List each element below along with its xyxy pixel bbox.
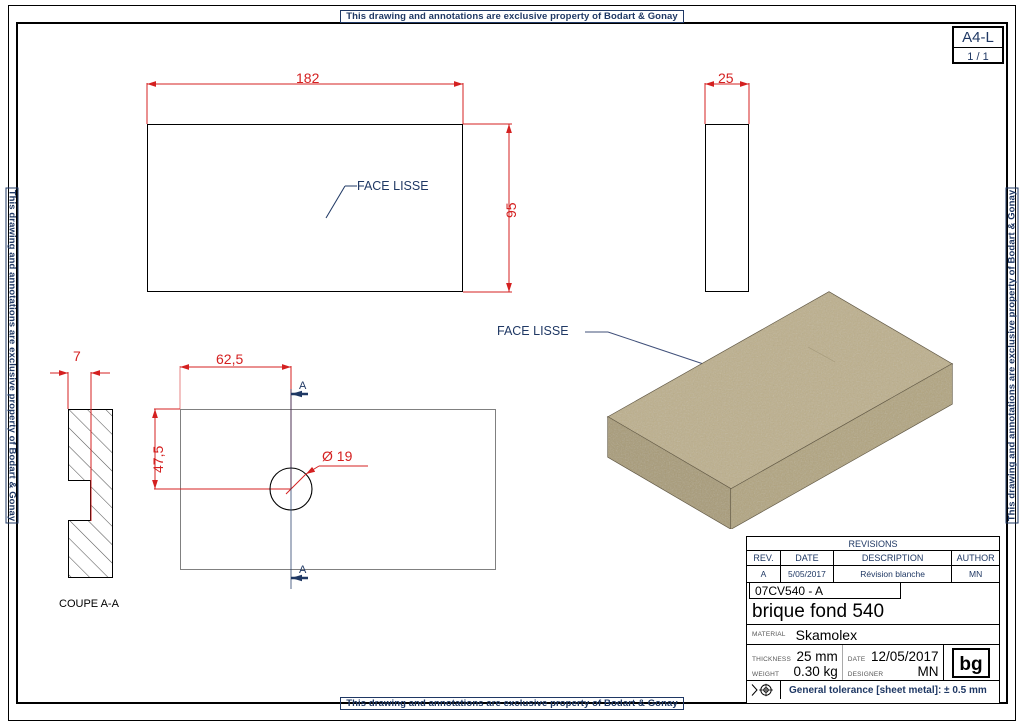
material-row: MATERIAL Skamolex bbox=[747, 625, 999, 645]
general-tolerance-text: General tolerance [sheet metal]: ± 0.5 m… bbox=[789, 684, 987, 696]
part-number: 07CV540 - A bbox=[749, 583, 901, 599]
part-name: brique fond 540 bbox=[747, 599, 999, 625]
title-block: REVISIONS REV. DATE DESCRIPTION AUTHOR A… bbox=[746, 536, 1000, 704]
spec-date-designer: DATE 12/05/2017 DESIGNER MN bbox=[843, 645, 944, 680]
date-label: DATE bbox=[847, 655, 866, 663]
top-view-outline bbox=[147, 124, 463, 292]
revision-date: 5/05/2017 bbox=[781, 566, 834, 582]
bottom-view-hole-y-dim: 47,5 bbox=[150, 445, 166, 473]
property-banner-top: This drawing and annotations are exclusi… bbox=[340, 10, 684, 23]
revisions-table-header: REV. DATE DESCRIPTION AUTHOR bbox=[747, 551, 999, 566]
revision-desc: Révision blanche bbox=[834, 566, 953, 582]
sheet-page-label: 1 / 1 bbox=[967, 50, 989, 63]
top-view-height-dim: 95 bbox=[503, 202, 519, 218]
weight-value: 0.30 kg bbox=[793, 663, 838, 679]
top-view-note: FACE LISSE bbox=[357, 179, 429, 193]
section-counterbore-notch bbox=[68, 480, 91, 521]
revisions-col-date: DATE bbox=[781, 551, 834, 565]
sheet-format-label: A4-L bbox=[954, 28, 1002, 48]
bottom-view-outline bbox=[180, 409, 496, 570]
first-angle-projection-icon bbox=[747, 681, 781, 699]
thickness-label: THICKNESS bbox=[752, 655, 792, 663]
tolerance-row: General tolerance [sheet metal]: ± 0.5 m… bbox=[747, 681, 999, 699]
revisions-col-desc: DESCRIPTION bbox=[834, 551, 953, 565]
material-value: Skamolex bbox=[795, 626, 858, 643]
bodart-gonay-logo-icon: bg bbox=[952, 647, 991, 678]
svg-text:bg: bg bbox=[960, 654, 983, 674]
section-offset-dim: 7 bbox=[73, 348, 81, 364]
isometric-view bbox=[600, 284, 960, 531]
side-view-width-dim: 25 bbox=[718, 70, 734, 86]
section-arrow-label-bottom: A bbox=[299, 564, 307, 576]
thickness-value: 25 mm bbox=[796, 648, 838, 664]
side-view-outline bbox=[705, 124, 749, 292]
revisions-col-author: AUTHOR bbox=[956, 553, 995, 563]
top-view-width-dim: 182 bbox=[296, 70, 320, 86]
company-logo-cell: bg bbox=[944, 645, 999, 680]
revisions-col-rev: REV. bbox=[747, 551, 782, 565]
date-value: 12/05/2017 bbox=[870, 648, 939, 664]
sheet-frame-outer bbox=[8, 5, 1016, 721]
property-banner-left: This drawing and annotations are exclusi… bbox=[5, 187, 19, 524]
sheet-format-box: A4-L 1 / 1 bbox=[952, 26, 1004, 64]
table-row: A 5/05/2017 Révision blanche MN bbox=[747, 566, 999, 583]
revision-rev: A bbox=[747, 566, 782, 582]
bottom-view-hole-x-dim: 62,5 bbox=[216, 351, 244, 367]
revision-author: MN bbox=[969, 569, 983, 579]
designer-value: MN bbox=[917, 663, 939, 679]
section-caption: COUPE A-A bbox=[59, 598, 119, 610]
spec-thickness-weight: THICKNESS 25 mm WEIGHT 0.30 kg bbox=[747, 645, 843, 680]
property-banner-right: This drawing and annotations are exclusi… bbox=[1005, 187, 1019, 524]
designer-label: DESIGNER bbox=[847, 670, 884, 678]
property-banner-bottom: This drawing and annotations are exclusi… bbox=[340, 697, 684, 710]
weight-label: WEIGHT bbox=[752, 670, 780, 678]
spec-row: THICKNESS 25 mm WEIGHT 0.30 kg DATE 12/0… bbox=[747, 645, 999, 681]
bottom-view-hole-diameter: Ø 19 bbox=[322, 448, 353, 464]
material-label: MATERIAL bbox=[752, 631, 786, 638]
part-number-row: 07CV540 - A bbox=[747, 583, 999, 599]
revisions-header: REVISIONS bbox=[747, 537, 999, 551]
iso-view-note: FACE LISSE bbox=[497, 324, 569, 338]
sheet-frame-inner bbox=[16, 22, 1008, 704]
section-arrow-label-top: A bbox=[299, 380, 307, 392]
